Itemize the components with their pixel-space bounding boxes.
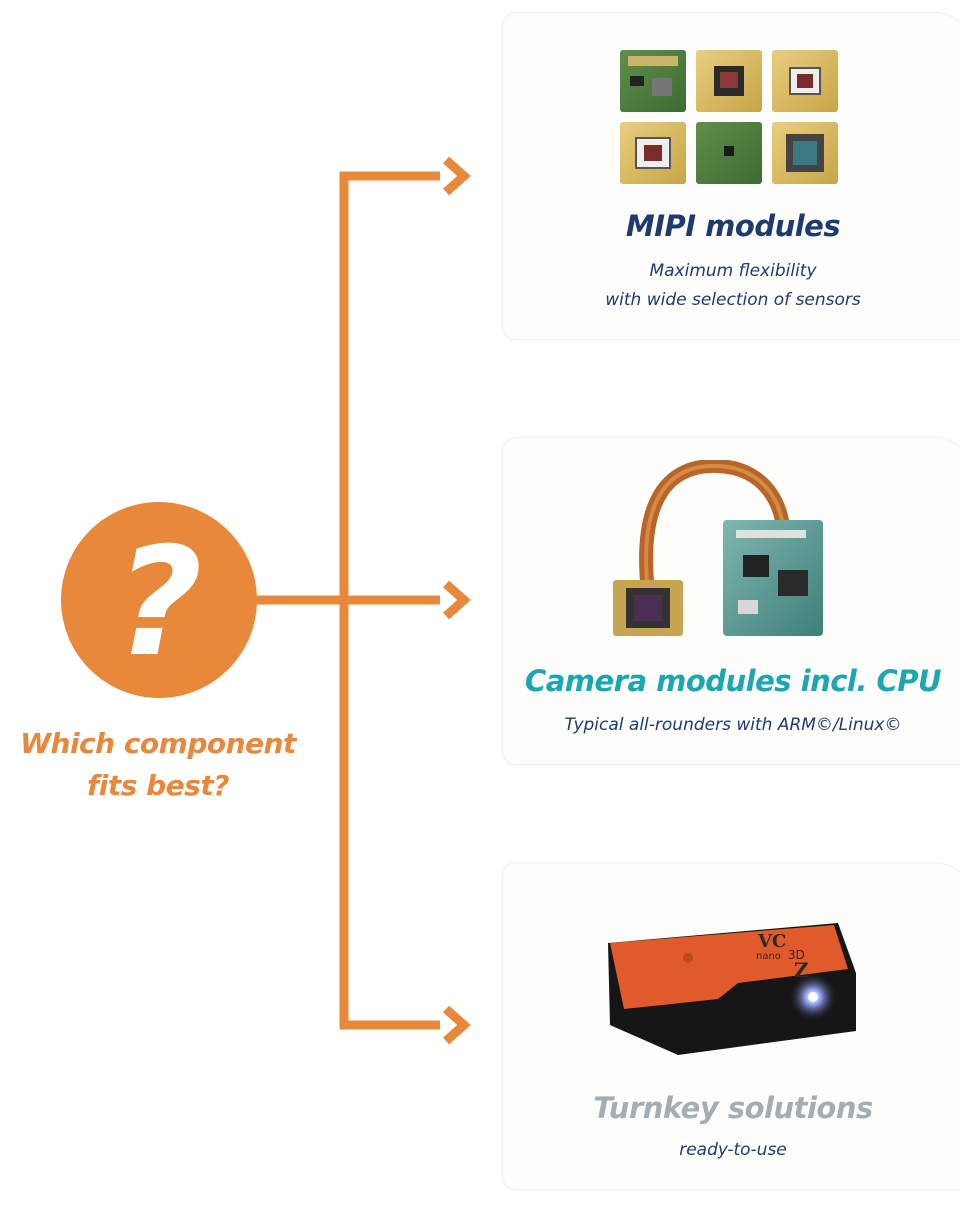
question-label: Which component fits best? [8, 723, 308, 807]
device-top-panel [610, 925, 848, 1009]
device-label-z: Z [794, 958, 809, 982]
svg-text:?: ? [115, 516, 202, 690]
card-turnkey-title: Turnkey solutions [593, 1091, 873, 1125]
card-turnkey-subtitle: ready-to-use [679, 1140, 787, 1160]
camera-module-cpu-image [613, 460, 823, 636]
device-label-nano: nano [756, 951, 781, 962]
question-line-2: fits best? [87, 769, 229, 802]
mipi-modules-image [620, 50, 838, 184]
arrow-head-bottom [443, 1005, 471, 1045]
card-camera-modules-cpu[interactable]: Camera modules incl. CPU Typical all-rou… [502, 437, 960, 765]
card-mipi-modules[interactable]: MIPI modules Maximum flexibility with wi… [502, 12, 960, 340]
card-mipi-title: MIPI modules [625, 209, 841, 243]
card-turnkey-solutions[interactable]: VC nano 3D Z Turnkey solutions ready-to-… [502, 862, 960, 1190]
card-mipi-subtitle-1: Maximum flexibility [649, 261, 817, 281]
card-cpu-title: Camera modules incl. CPU [524, 664, 942, 698]
device-label-vc: VC [757, 931, 786, 952]
card-mipi-subtitle-2: with wide selection of sensors [605, 290, 861, 310]
question-mark-icon: ? [115, 516, 202, 690]
arrow-head-mid [443, 580, 471, 620]
card-cpu-subtitle: Typical all-rounders with ARM©/Linux© [564, 715, 902, 735]
question-line-1: Which component [20, 727, 296, 760]
turnkey-device-image: VC nano 3D Z [608, 923, 856, 1055]
arrow-head-top [443, 156, 471, 196]
question-circle: ? [61, 502, 257, 698]
device-label-3d: 3D [788, 948, 805, 962]
